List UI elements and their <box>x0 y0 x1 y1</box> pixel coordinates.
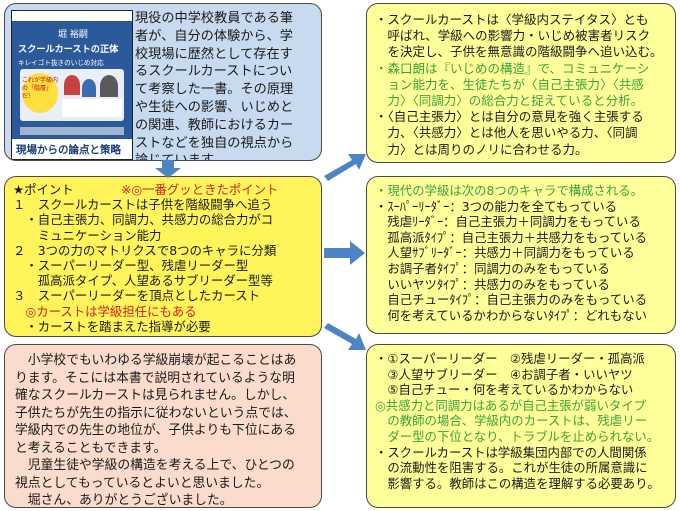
text-line: 人望ｻﾌﾞﾘｰﾀﾞｰ：共感力＋同調力をもっている <box>375 245 667 261</box>
arrow-up-right-icon <box>322 150 368 182</box>
book-description-text: 現役の中学校教員である筆 者が、自分の体験から、学 校現場に歴然として存在す る… <box>135 10 313 161</box>
green-text-line: ョン能力を、生徒たちが〈自己主張力〉〈共感 <box>375 77 667 93</box>
text-line: 孤高派タイプ、人望あるサブリーダー型等 <box>13 273 313 288</box>
text-line: ・スクールカーストは〈学級内ステイタス〉とも <box>375 12 667 28</box>
impression-box: 小学校でもいわゆる学級崩壊が起こることはあ ります。そこには本書で説明されている… <box>4 344 322 508</box>
detail-box-2: ・現代の学級は次の8つのキャラで構成される。 ・ｽｰﾊﾟｰﾘｰﾀﾞｰ：3つの能力… <box>366 176 676 334</box>
text-line: の関連、教師におけるカー <box>135 117 313 135</box>
text-line: 者が、自分の体験から、学 <box>135 28 313 46</box>
green-text-line: 力〉〈同調力〉の総合力と捉えていると分析。 <box>375 93 667 109</box>
text-line: を決定し、子供を無意識の階級闘争へ追い込む。 <box>375 44 667 60</box>
arrow-right-icon <box>324 240 366 266</box>
text-line: て考察した一書。その原理 <box>135 81 313 99</box>
green-text-line: ◎共感力と同調力はあるが自己主張が弱いタイプ <box>375 398 667 414</box>
text-line: ミュニケーション能力 <box>13 228 313 243</box>
points-header-row: ★ポイント ※◎一番グッときたポイント <box>13 182 313 197</box>
text-line: 残虐ﾘｰﾀﾞｰ：自己主張力＋同調力をもっている <box>375 214 667 230</box>
book-cover-image: 堀 裕嗣 スクールカーストの正体 キレイゴト抜きのいじめ対応 これが学級内の「階… <box>11 10 133 160</box>
text-line: 児童生徒や学級の構造を考える上で、ひとつの <box>15 457 311 475</box>
text-line: 堀さん、ありがとうございました。 <box>15 492 311 508</box>
text-line: と考えることもできます。 <box>15 440 311 458</box>
cover-callout: これが学級内の「階層」だ! <box>22 77 58 101</box>
text-line: ・〈自己主張力〉とは自分の意見を強く主張する <box>375 109 667 125</box>
highlight-line: ◎カーストは学級担任にもある <box>13 304 313 319</box>
text-line: 子供たちが先生の指示に従わないという点では、 <box>15 405 311 423</box>
text-line: の流動性を阻害する。これが生徒の所属意識に <box>375 460 667 476</box>
detail-box-1: ・スクールカーストは〈学級内ステイタス〉とも 呼ばれ、学級への影響力・いじめ被害… <box>366 3 676 163</box>
text-line: ・ｽｰﾊﾟｰﾘｰﾀﾞｰ：3つの能力を全てもっている <box>375 199 667 215</box>
book-description-box: 堀 裕嗣 スクールカーストの正体 キレイゴト抜きのいじめ対応 これが学級内の「階… <box>4 3 322 161</box>
text-line: 小学校でもいわゆる学級崩壊が起こることはあ <box>15 352 311 370</box>
text-line: ・カーストを踏まえた指導が必要 <box>13 319 313 334</box>
text-line: ・スクールカーストは学級集団内部での人間関係 <box>375 445 667 461</box>
points-header: ★ポイント <box>13 182 74 197</box>
text-line: 影響する。教師はこの構造を理解する必要あり。 <box>375 476 667 492</box>
text-line: 力、〈共感力〉とは他人を思いやる力、〈同調 <box>375 125 667 141</box>
text-line: ・自己主張力、同調力、共感力の総合力がコ <box>13 212 313 227</box>
text-line: るスクールカーストについ <box>135 63 313 81</box>
text-line: ・①スーパーリーダー ②残虐リーダー・孤高派 <box>375 351 667 367</box>
text-line: ります。そこには本書で説明されているような明 <box>15 370 311 388</box>
points-header-note: ※◎一番グッときたポイント <box>121 182 279 197</box>
text-line: 確なスクールカーストは見られません。しかし、 <box>15 387 311 405</box>
text-line: ③人望サブリーダー ④お調子者・いいヤツ <box>375 367 667 383</box>
text-line: 視点としてもっているとよいと思いました。 <box>15 475 311 493</box>
arrow-down-right-icon <box>322 322 368 354</box>
text-line: １ スクールカーストは子供を階級闘争へ追う <box>13 197 313 212</box>
text-line: ストなどを独自の視点から <box>135 135 313 153</box>
text-line: 学級内での先生の地位が、子供よりも下位にある <box>15 422 311 440</box>
text-line: や生徒への影響、いじめと <box>135 99 313 117</box>
text-line: 自己チューﾀｲﾌﾟ：自己主張力のみをもっている <box>375 292 667 308</box>
text-line: 力〉とは周りのノリに合わせる力。 <box>375 142 667 158</box>
text-line: いいヤツﾀｲﾌﾟ：共感力のみをもっている <box>375 277 667 293</box>
text-line: お調子者ﾀｲﾌﾟ：同調力のみをもっている <box>375 261 667 277</box>
green-text-line: ・現代の学級は次の8つのキャラで構成される。 <box>375 183 667 199</box>
text-line: ・スーパーリーダー型、残虐リーダー型 <box>13 258 313 273</box>
text-line: ２ 3つの力のマトリクスで8つのキャラに分類 <box>13 243 313 258</box>
green-text-line: ・森口朗は『いじめの構造』で、コミュニケーシ <box>375 61 667 77</box>
text-line: 何を考えているかわからないﾀｲﾌﾟ：どれもない <box>375 308 667 324</box>
text-line: 現役の中学校教員である筆 <box>135 10 313 28</box>
cover-band-text: 現場からの論点と策略 <box>16 142 121 160</box>
text-line: 孤高派ﾀｲﾌﾟ：自己主張力＋共感力をもっている <box>375 230 667 246</box>
detail-box-3: ・①スーパーリーダー ②残虐リーダー・孤高派 ③人望サブリーダー ④お調子者・い… <box>366 344 676 508</box>
text-line: ３ スーパーリーダーを頂点としたカースト <box>13 288 313 303</box>
arrow-down-icon <box>154 160 182 178</box>
green-text-line: ダー型の下位となり、トラブルを止められない。 <box>375 429 667 445</box>
text-line: 呼ばれ、学級への影響力・いじめ被害者リスク <box>375 28 667 44</box>
summary-points-box: ★ポイント ※◎一番グッときたポイント １ スクールカーストは子供を階級闘争へ追… <box>4 176 322 337</box>
green-text-line: の教師の場合、学級内のカーストは、残虐リー <box>375 413 667 429</box>
text-line: ⑤自己チュー・何を考えているかわからない <box>375 382 667 398</box>
text-line: 校現場に歴然として存在す <box>135 46 313 64</box>
